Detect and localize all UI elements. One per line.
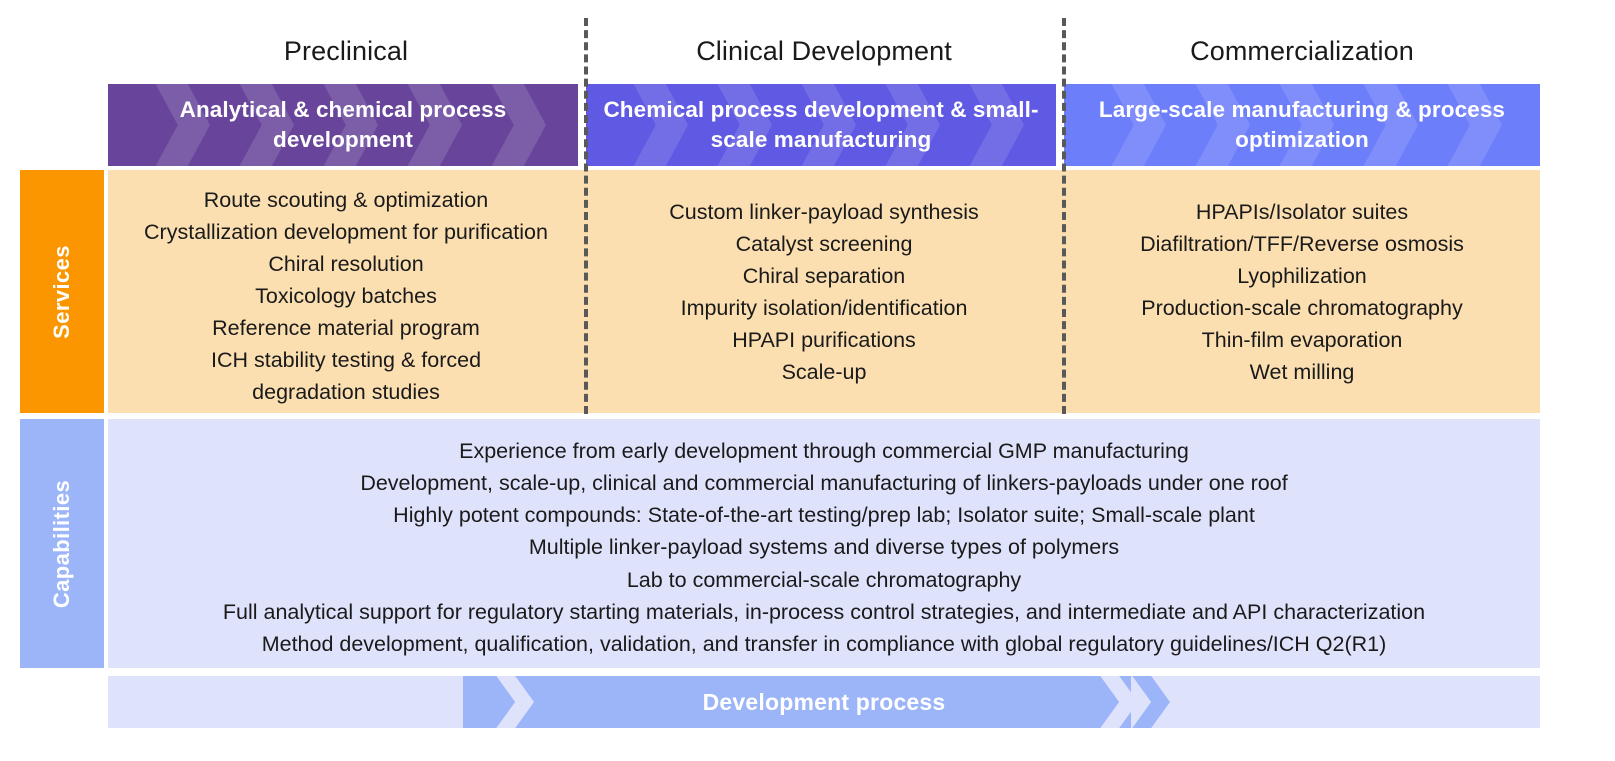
list-item: Chiral separation	[742, 264, 906, 289]
development-process-bar: Development process	[108, 676, 1540, 728]
stage-banner-text: Analytical & chemical process developmen…	[179, 97, 507, 152]
services-column-clinical: Custom linker-payload synthesis Catalyst…	[586, 170, 1062, 413]
row-label-text: Services	[49, 244, 75, 339]
list-item: Wet milling	[1249, 360, 1355, 385]
stage-banner-commercialization: Large-scale manufacturing & process opti…	[1064, 84, 1540, 166]
phase-label-text: Preclinical	[283, 35, 409, 66]
list-item: HPAPIs/Isolator suites	[1195, 200, 1409, 224]
services-column-commercialization: HPAPIs/Isolator suites Diafiltration/TFF…	[1064, 170, 1540, 413]
phase-divider-left	[584, 18, 588, 414]
list-item: Route scouting & optimization	[203, 188, 489, 212]
chevron-pattern-icon	[108, 84, 578, 166]
list-item: Highly potent compounds: State-of-the-ar…	[393, 503, 1255, 528]
list-item: Experience from early development throug…	[459, 439, 1189, 463]
capabilities-list: Experience from early development throug…	[108, 435, 1540, 660]
list-item: Lyophilization	[1237, 264, 1367, 289]
list-item: Diafiltration/TFF/Reverse osmosis	[1140, 232, 1464, 257]
phase-label-text: Commercialization	[1190, 35, 1414, 66]
phase-divider-right	[1062, 18, 1066, 414]
stage-banner-clinical: Chemical process development & small-sca…	[586, 84, 1056, 166]
phase-label-commercialization: Commercialization	[1064, 30, 1540, 72]
list-item: Full analytical support for regulatory s…	[222, 599, 1426, 624]
services-band: Route scouting & optimization Crystalliz…	[108, 170, 1540, 413]
list-item: Custom linker-payload synthesis	[669, 200, 979, 224]
services-column-preclinical: Route scouting & optimization Crystalliz…	[108, 170, 584, 413]
capabilities-band: Experience from early development throug…	[108, 419, 1540, 668]
process-bar-label: Development process	[702, 688, 946, 715]
list-item: ICH stability testing & forced degradati…	[210, 348, 482, 405]
stage-banner-text: Chemical process development & small-sca…	[603, 97, 1039, 152]
list-item: Chiral resolution	[268, 252, 424, 277]
list-item: Toxicology batches	[255, 284, 437, 309]
chevron-pattern-icon	[586, 84, 1056, 166]
process-bar-fill	[463, 676, 1131, 728]
list-item: Crystallization development for purifica…	[144, 220, 548, 245]
chevron-pattern-icon	[1064, 84, 1540, 166]
list-item: Development, scale-up, clinical and comm…	[360, 471, 1288, 496]
phase-label-clinical-development: Clinical Development	[586, 30, 1062, 72]
row-label-text: Capabilities	[49, 479, 75, 608]
row-label-capabilities: Capabilities	[20, 419, 104, 668]
stage-banner-text: Large-scale manufacturing & process opti…	[1098, 97, 1506, 152]
list-item: Multiple linker-payload systems and dive…	[528, 535, 1120, 560]
list-item: Production-scale chromatography	[1141, 296, 1463, 321]
stage-banner-preclinical: Analytical & chemical process developmen…	[108, 84, 578, 166]
stage-banner-row: Analytical & chemical process developmen…	[108, 84, 1540, 166]
list-item: HPAPI purifications	[732, 328, 916, 353]
list-item: Thin-film evaporation	[1201, 328, 1403, 353]
list-item: Catalyst screening	[735, 232, 913, 257]
phase-label-text: Clinical Development	[696, 35, 952, 66]
list-item: Method development, qualification, valid…	[261, 631, 1387, 656]
list-item: Lab to commercial-scale chromatography	[626, 567, 1022, 592]
list-item: Reference material program	[212, 316, 480, 341]
phase-label-preclinical: Preclinical	[108, 30, 584, 72]
list-item: Impurity isolation/identification	[680, 296, 968, 321]
list-item: Scale-up	[781, 360, 867, 385]
row-label-services: Services	[20, 170, 104, 413]
services-columns: Route scouting & optimization Crystalliz…	[108, 170, 1540, 413]
